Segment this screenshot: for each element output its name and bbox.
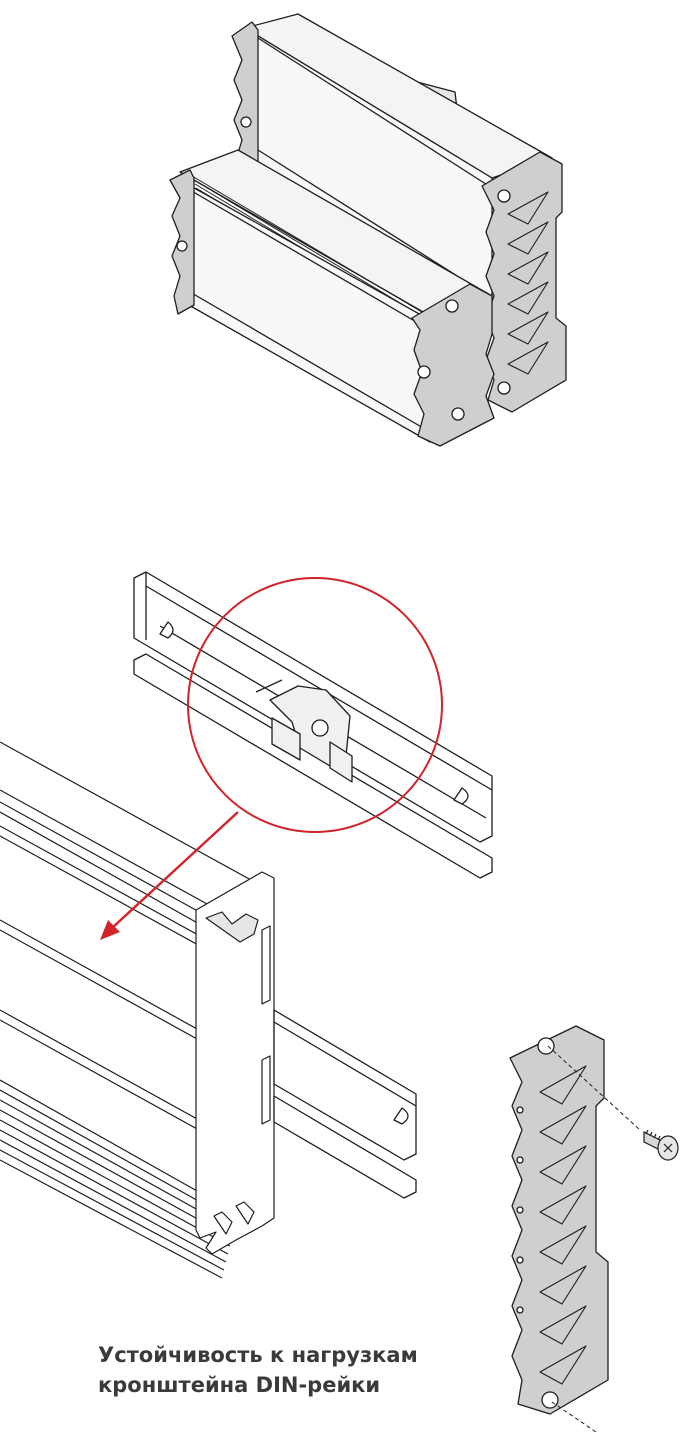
din-bracket-part: [509, 1025, 609, 1415]
aluminium-profile: [0, 741, 275, 1279]
din-rail-upper: [133, 571, 493, 879]
detail-arrow: [100, 811, 239, 940]
caption-line-2: кронштейна DIN-рейки: [98, 1373, 381, 1397]
din-rail-lower: [273, 1009, 417, 1199]
enclosure-bracket-ribs: [507, 191, 549, 375]
detail-highlight-circle: [187, 577, 443, 833]
enclosure-assembly: [169, 13, 567, 447]
enclosure-front-right-cap: [411, 283, 495, 447]
screw-part: [643, 1129, 679, 1161]
caption-line-1: Устойчивость к нагрузкам: [98, 1343, 418, 1367]
screw-axis-line-lower: [551, 1401, 597, 1433]
profile-end-face: [195, 871, 275, 1255]
caption: Устойчивость к нагрузкам кронштейна DIN-…: [98, 1340, 418, 1400]
